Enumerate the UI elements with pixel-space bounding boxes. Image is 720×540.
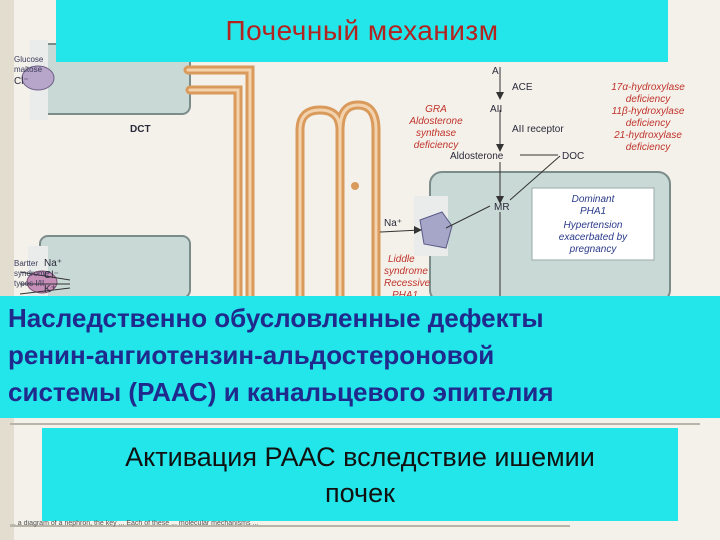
nephron-tubule-inner [186,68,378,302]
label-dominant-5: pregnancy [569,244,618,255]
label-gra-2: Aldosterone [408,116,463,127]
label-dct: DCT [130,124,151,135]
page-title: Почечный механизм [225,15,499,46]
raas-pathway [379,70,561,302]
label-liddle-1: Liddle [388,254,415,265]
label-k-left: K⁺ [44,284,56,295]
label-dominant-2: PHA1 [580,206,606,217]
label-liddle-2: syndrome [384,266,428,277]
label-gra-4: deficiency [414,140,459,151]
label-gra-3: synthase [416,128,456,139]
label-na-left: Na⁺ [44,258,62,269]
label-ai: AI [492,66,501,77]
enac-channel-icon [419,211,453,249]
label-dominant-3: Hypertension [564,220,623,231]
activation-line-1: Активация РААС вследствие ишемии [125,441,595,472]
label-hydroxylase-3: 11β-hydroxylase [612,106,685,117]
page-binding-edge [0,0,14,540]
label-hydroxylase-2: deficiency [626,94,671,105]
glomerulus-dot [351,182,359,190]
label-hydroxylase-5: 21-hydroxylase [613,130,682,141]
label-dominant-1: Dominant [572,194,616,205]
label-cl-top: Cl⁻ [14,76,29,87]
activation-line-2: почек [325,477,395,508]
label-bartter-1: Bartter [14,259,38,268]
pathway-arrows [414,92,504,234]
activation-banner: Активация РААС вследствие ишемии почек [42,428,678,521]
label-hydroxylase-6: deficiency [626,142,671,153]
label-aii-receptor: AII receptor [512,124,564,135]
figure-caption-fragment: ... a diagram of a nephron, the key ... … [10,520,259,527]
title-banner: Почечный механизм [56,0,668,62]
label-doc: DOC [562,151,584,162]
defects-heading: Наследственно обусловленные дефекты рени… [8,300,716,411]
caption-lines [10,423,700,527]
label-glucose: Glucose [14,55,44,64]
label-bartter-2: syndrome [14,269,50,278]
label-na-right: Na⁺ [384,218,402,229]
label-liddle-4: PHA1 [392,290,418,301]
activation-text: Активация РААС вследствие ишемии почек [125,439,595,511]
label-bartter-3: types I/II [14,279,44,288]
label-ace: ACE [512,82,533,93]
dominant-pha1-box [531,187,655,261]
defects-line-2: ренин-ангиотензин-альдостероновой [8,340,495,370]
label-aldosterone: Aldosterone [450,151,504,162]
label-hydroxylase-1: 17α-hydroxylase [611,82,685,93]
label-liddle-3: Recessive [384,278,431,289]
defects-line-3: системы (РААС) и канальцевого эпителия [8,377,554,407]
label-dominant-4: exacerbated by [559,232,628,243]
label-mr: MR [494,202,510,213]
label-cl-left: Cl⁻ [44,270,59,281]
label-gra: GRA [425,104,447,115]
label-aii: AII [490,104,502,115]
transporter-icon [21,65,55,91]
label-maltose: maltose [14,65,43,74]
label-hydroxylase-4: deficiency [626,118,671,129]
defects-line-1: Наследственно обусловленные дефекты [8,303,544,333]
defects-banner: Наследственно обусловленные дефекты рени… [0,296,720,418]
